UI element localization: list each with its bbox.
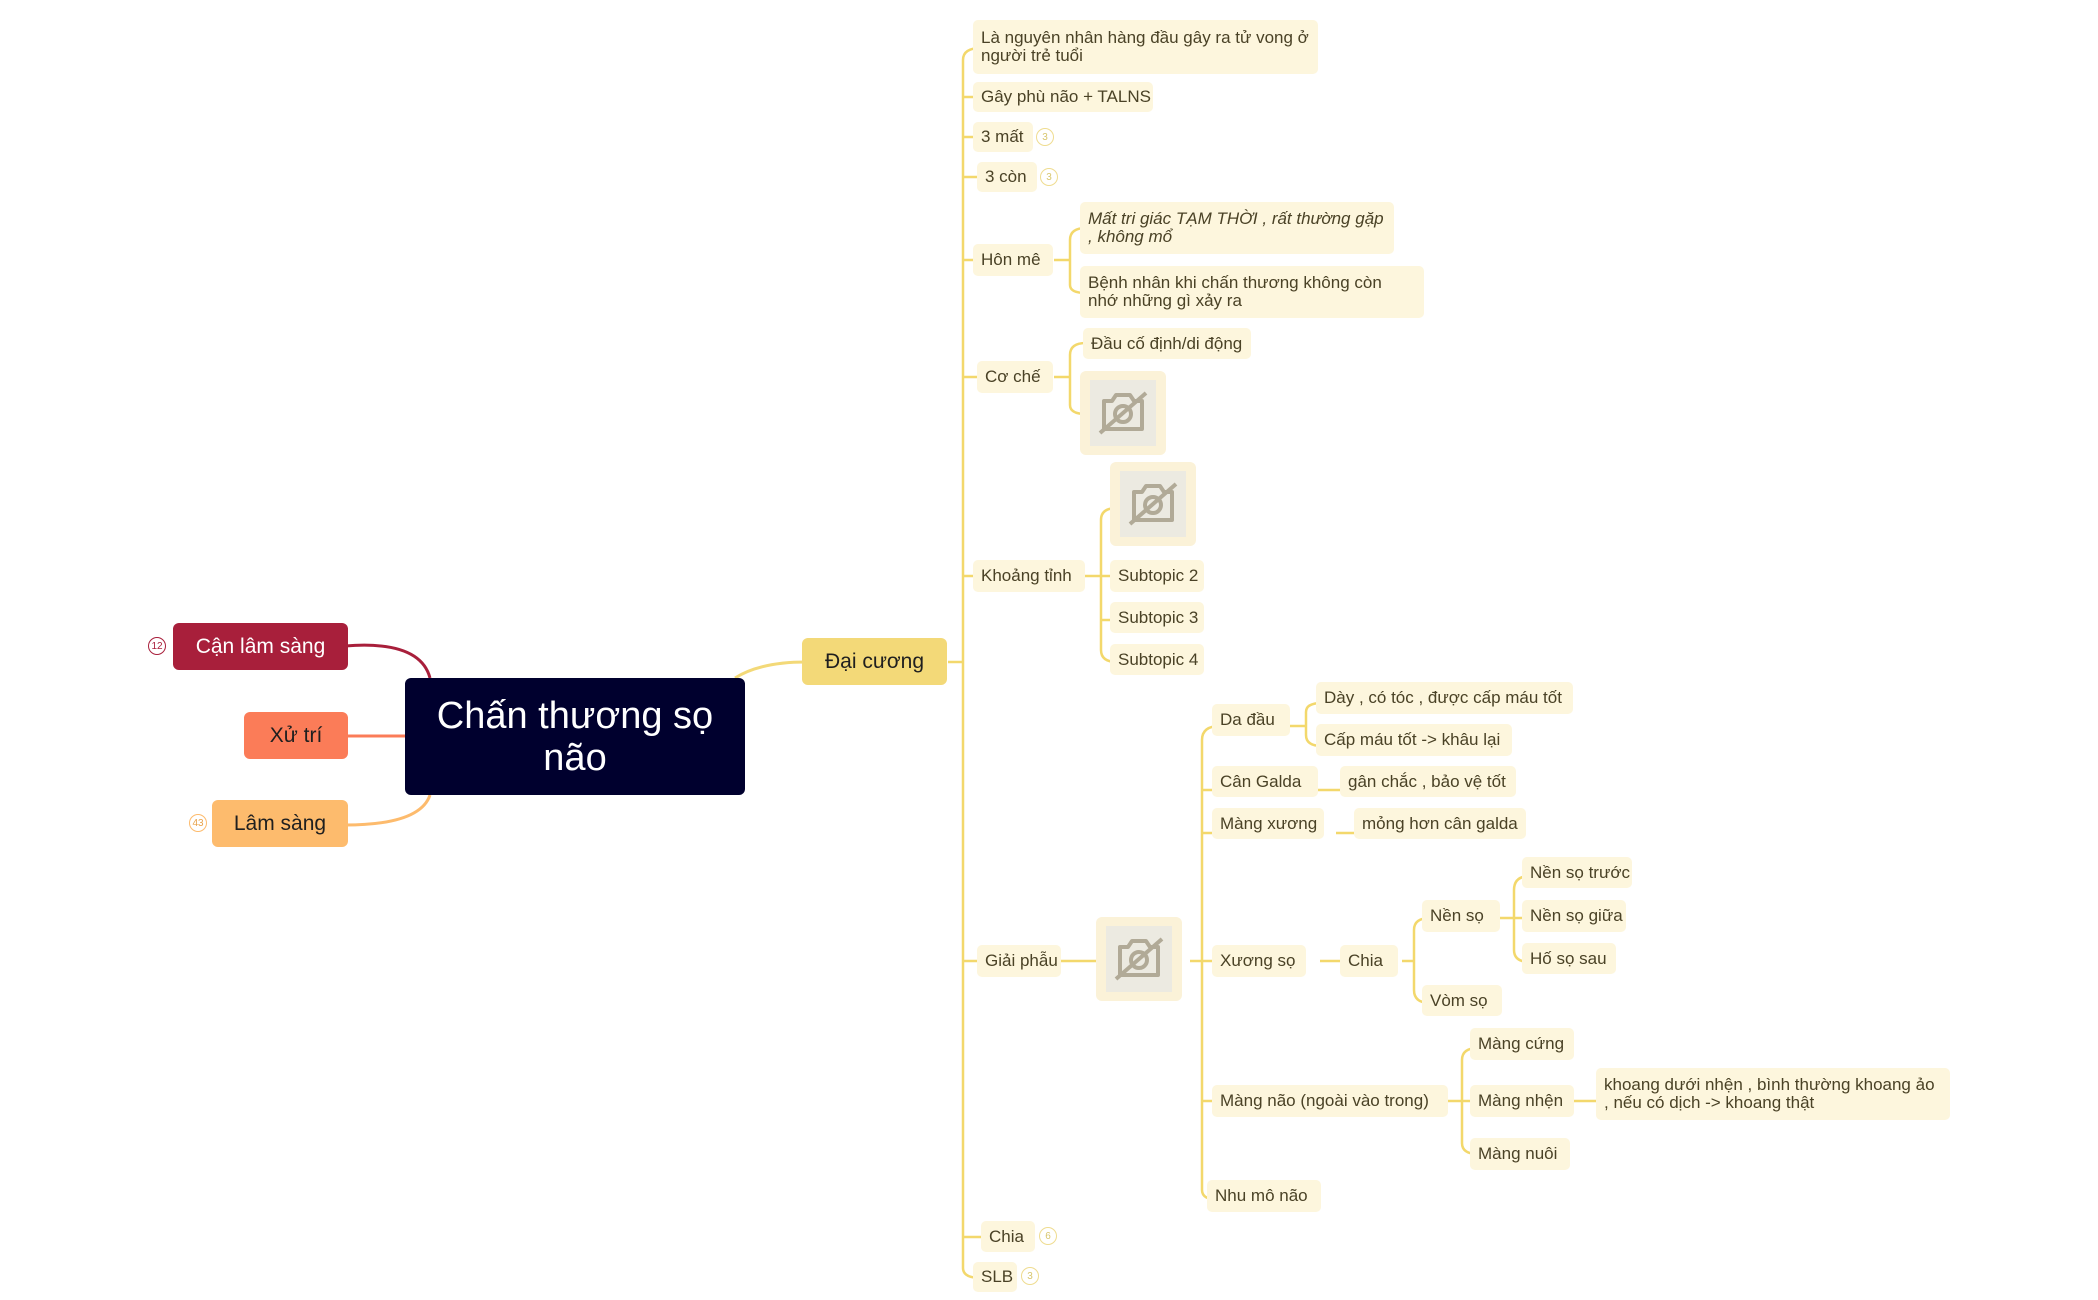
topic-mang-nhen-1[interactable]: khoang dưới nhện , bình thường khoang ảo… bbox=[1596, 1068, 1950, 1120]
3-mất-count-badge[interactable]: 3 bbox=[1036, 128, 1054, 146]
topic-mang-xuong[interactable]: Màng xương bbox=[1212, 808, 1324, 839]
3-còn-count-badge[interactable]: 3 bbox=[1040, 168, 1058, 186]
branch-xu-tri-label: Xử trí bbox=[269, 723, 323, 747]
topic-subtopic-2[interactable]: Subtopic 2 bbox=[1110, 560, 1204, 592]
topic-mang-nuoi[interactable]: Màng nuôi bbox=[1470, 1138, 1570, 1170]
branch-lam-sang-label: Lâm sàng bbox=[233, 811, 327, 835]
topic-can-galda[interactable]: Cân Galda bbox=[1212, 766, 1318, 797]
chia-count-badge[interactable]: 6 bbox=[1039, 1227, 1057, 1245]
topic-chia[interactable]: Chia bbox=[981, 1221, 1035, 1252]
topic-xuong-so[interactable]: Xương sọ bbox=[1212, 945, 1306, 977]
topic-co-che[interactable]: Cơ chế bbox=[977, 361, 1053, 393]
topic-ho-so-sau[interactable]: Hố sọ sau bbox=[1522, 943, 1616, 974]
topic-mang-xuong-1[interactable]: mỏng hơn cân galda bbox=[1354, 808, 1526, 839]
topic-da-dau[interactable]: Da đầu bbox=[1212, 704, 1290, 736]
topic-nen-so[interactable]: Nền sọ bbox=[1422, 900, 1500, 932]
topic-slb[interactable]: SLB bbox=[973, 1262, 1017, 1292]
co-che-image[interactable] bbox=[1080, 371, 1166, 455]
topic-subtopic-3[interactable]: Subtopic 3 bbox=[1110, 602, 1204, 633]
topic-giai-phau[interactable]: Giải phẫu bbox=[977, 945, 1061, 977]
topic-vom-so[interactable]: Vòm sọ bbox=[1422, 985, 1502, 1016]
topic-mang-nhen[interactable]: Màng nhện bbox=[1470, 1085, 1574, 1117]
image-off-icon bbox=[1098, 391, 1148, 435]
branch-lam-sang[interactable]: Lâm sàng bbox=[212, 800, 348, 847]
lâm-sàng-count-badge[interactable]: 43 bbox=[189, 814, 207, 832]
topic-da-dau-2[interactable]: Cấp máu tốt -> khâu lại bbox=[1316, 724, 1512, 756]
branch-dai-cuong-label: Đại cương bbox=[824, 649, 925, 673]
branch-can-lam-sang[interactable]: Cận lâm sàng bbox=[173, 623, 348, 670]
topic-can-galda-1[interactable]: gân chắc , bảo vệ tốt bbox=[1340, 766, 1516, 797]
topic-mang-nao[interactable]: Màng não (ngoài vào trong) bbox=[1212, 1085, 1448, 1117]
topic-nen-so-giua[interactable]: Nền sọ giữa bbox=[1522, 900, 1626, 932]
giai-phau-image[interactable] bbox=[1096, 917, 1182, 1001]
topic-chia-xuong-so[interactable]: Chia bbox=[1340, 945, 1398, 977]
topic-nguyen-nhan[interactable]: Là nguyên nhân hàng đầu gây ra tử vong ở… bbox=[973, 20, 1318, 74]
central-topic[interactable]: Chấn thương sọ não bbox=[405, 678, 745, 795]
branch-can-lam-sang-label: Cận lâm sàng bbox=[195, 634, 326, 658]
slb-count-badge[interactable]: 3 bbox=[1021, 1267, 1039, 1285]
topic-hon-me-2[interactable]: Bệnh nhân khi chấn thương không còn nhớ … bbox=[1080, 266, 1424, 318]
topic-nen-so-truoc[interactable]: Nền sọ trước bbox=[1522, 857, 1632, 888]
central-topic-label: Chấn thương sọ não bbox=[436, 694, 714, 779]
branch-xu-tri[interactable]: Xử trí bbox=[244, 712, 348, 759]
topic-co-che-1[interactable]: Đầu cố định/di động bbox=[1083, 328, 1251, 359]
cận-lâm-sàng-count-badge[interactable]: 12 bbox=[148, 637, 166, 655]
topic-hon-me[interactable]: Hôn mê bbox=[973, 244, 1053, 276]
topic-subtopic-4[interactable]: Subtopic 4 bbox=[1110, 644, 1204, 675]
topic-3-mat[interactable]: 3 mất bbox=[973, 122, 1033, 152]
topic-nhu-mo-nao[interactable]: Nhu mô não bbox=[1207, 1180, 1321, 1212]
image-off-icon bbox=[1114, 937, 1164, 981]
topic-da-dau-1[interactable]: Dày , có tóc , được cấp máu tốt bbox=[1316, 682, 1573, 714]
topic-hon-me-1[interactable]: Mất tri giác TẠM THỜI , rất thường gặp ,… bbox=[1080, 202, 1394, 254]
khoang-tinh-image[interactable] bbox=[1110, 462, 1196, 546]
image-off-icon bbox=[1128, 482, 1178, 526]
topic-mang-cung[interactable]: Màng cứng bbox=[1470, 1028, 1574, 1060]
topic-gay-phu-nao[interactable]: Gây phù não + TALNS bbox=[973, 82, 1153, 112]
branch-dai-cuong[interactable]: Đại cương bbox=[802, 638, 947, 685]
topic-khoang-tinh[interactable]: Khoảng tỉnh bbox=[973, 560, 1085, 592]
topic-3-con[interactable]: 3 còn bbox=[977, 162, 1037, 192]
